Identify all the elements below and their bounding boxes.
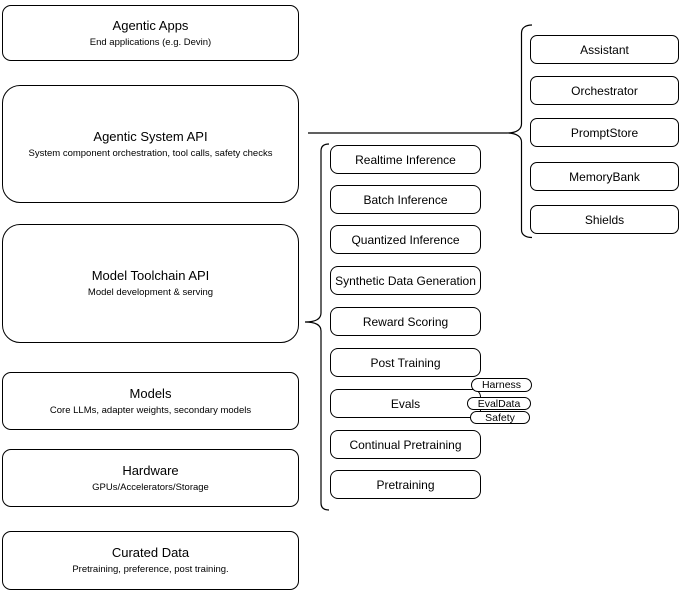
node-label: Batch Inference: [363, 192, 448, 207]
node-label: PromptStore: [570, 125, 639, 140]
node-synthetic-data-generation: Synthetic Data Generation: [330, 266, 481, 295]
node-label: Synthetic Data Generation: [335, 273, 476, 288]
node-reward-scoring: Reward Scoring: [330, 307, 481, 336]
node-post-training: Post Training: [330, 348, 481, 377]
node-label: Reward Scoring: [362, 314, 449, 329]
node-label: Assistant: [580, 42, 629, 57]
node-title: Agentic System API: [93, 128, 208, 144]
node-orchestrator: Orchestrator: [530, 76, 679, 105]
node-memorybank: MemoryBank: [530, 162, 679, 191]
node-label: Pretraining: [376, 477, 435, 492]
node-subtitle: GPUs/Accelerators/Storage: [92, 481, 209, 493]
tag-label: EvalData: [477, 397, 521, 410]
node-title: Model Toolchain API: [91, 268, 210, 283]
node-label: Realtime Inference: [355, 152, 456, 167]
node-subtitle: Core LLMs, adapter weights, secondary mo…: [49, 404, 252, 416]
node-subtitle: System component orchestration, tool cal…: [28, 147, 273, 159]
node-shields: Shields: [530, 205, 679, 234]
node-models: Models Core LLMs, adapter weights, secon…: [2, 372, 299, 430]
tag-label: Safety: [485, 411, 515, 424]
tag-label: Harness: [481, 379, 522, 391]
node-assistant: Assistant: [530, 35, 679, 64]
node-curated-data: Curated Data Pretraining, preference, po…: [2, 531, 299, 590]
node-title: Agentic Apps: [112, 17, 189, 33]
node-evals: Evals: [330, 389, 481, 418]
node-continual-pretraining: Continual Pretraining: [330, 430, 481, 459]
tag-safety: Safety: [470, 411, 530, 424]
node-label: Quantized Inference: [351, 232, 460, 247]
node-subtitle: Pretraining, preference, post training.: [72, 564, 229, 575]
node-label: Orchestrator: [571, 83, 638, 98]
node-label: Shields: [584, 212, 625, 227]
node-title: Hardware: [122, 462, 179, 478]
node-label: MemoryBank: [569, 169, 640, 184]
node-title: Models: [129, 385, 172, 401]
node-model-toolchain-api: Model Toolchain API Model development & …: [2, 224, 299, 343]
node-label: Evals: [390, 396, 421, 411]
node-label: Post Training: [370, 355, 441, 370]
node-subtitle: Model development & serving: [87, 287, 214, 298]
node-title: Curated Data: [111, 545, 190, 560]
node-pretraining: Pretraining: [330, 470, 481, 499]
tag-harness: Harness: [471, 378, 532, 392]
node-agentic-apps: Agentic Apps End applications (e.g. Devi…: [2, 5, 299, 61]
node-label: Continual Pretraining: [349, 437, 462, 452]
node-hardware: Hardware GPUs/Accelerators/Storage: [2, 449, 299, 507]
node-agentic-system-api: Agentic System API System component orch…: [2, 85, 299, 203]
tag-evaldata: EvalData: [467, 397, 531, 410]
node-batch-inference: Batch Inference: [330, 185, 481, 214]
node-quantized-inference: Quantized Inference: [330, 225, 481, 254]
toolchain-brace: [304, 143, 330, 511]
system-brace: [506, 24, 533, 239]
node-realtime-inference: Realtime Inference: [330, 145, 481, 174]
node-promptstore: PromptStore: [530, 118, 679, 147]
node-subtitle: End applications (e.g. Devin): [89, 36, 212, 48]
